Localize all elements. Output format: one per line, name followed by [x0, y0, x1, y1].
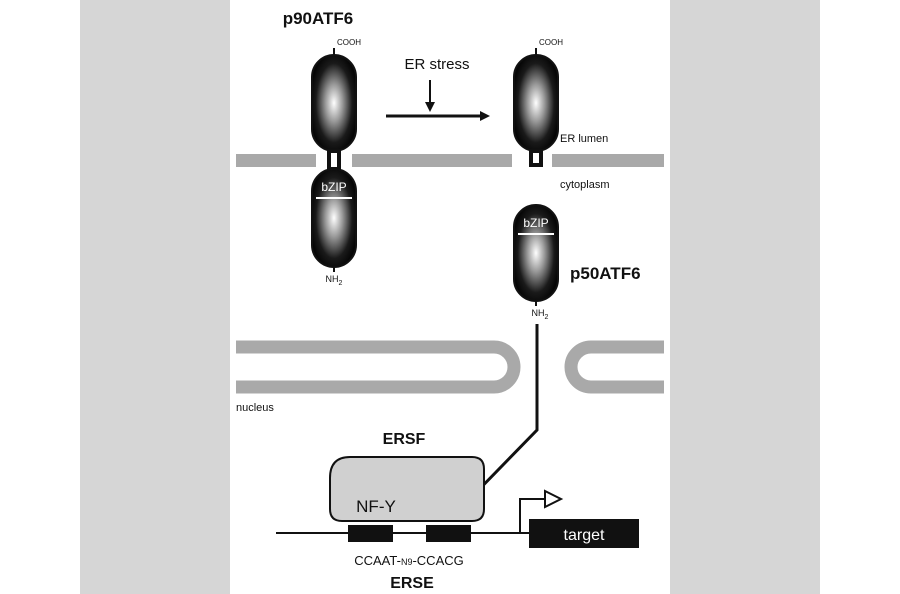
target-gene-box	[529, 519, 639, 548]
ersf-label: ERSF	[383, 431, 426, 448]
p50atf6-protein	[513, 204, 559, 306]
luminal-domain-left	[311, 54, 357, 152]
transcription-start-arrow	[519, 498, 546, 533]
er-stress-label: ER stress	[404, 56, 469, 73]
right-gray-margin	[670, 0, 820, 594]
p90atf6-protein	[311, 48, 357, 272]
er-lumen-label: ER lumen	[560, 133, 608, 145]
p50atf6-label: p50ATF6	[570, 264, 641, 283]
p90atf6-label: p90ATF6	[283, 9, 354, 28]
erse-label: ERSE	[390, 575, 434, 592]
luminal-fragment-right	[513, 48, 559, 167]
nuclear-translocation-arrow	[460, 324, 539, 509]
target-label: target	[564, 527, 605, 544]
cooh-label-right: COOH	[539, 38, 563, 47]
transmembrane-segment-left	[327, 149, 341, 171]
er-membrane	[236, 154, 664, 167]
nh2-label-right: NH2	[532, 308, 549, 321]
bzip-label-left: bZIP	[321, 180, 346, 194]
ccacg-box	[426, 525, 471, 542]
erse-sequence-label: CCAAT-N9-CCACG	[354, 553, 464, 568]
transcription-start-arrowhead	[544, 489, 564, 509]
bzip-label-right: bZIP	[523, 216, 548, 230]
nh2-label-left: NH2	[326, 274, 343, 287]
nfy-label: NF-Y	[356, 497, 396, 516]
nucleus-label: nucleus	[236, 402, 274, 414]
left-gray-margin	[80, 0, 230, 594]
ccaat-box	[348, 525, 393, 542]
nuclear-envelope	[236, 340, 664, 394]
cytoplasm-label: cytoplasm	[560, 179, 610, 191]
ersf-complex	[329, 456, 485, 522]
cooh-label-left: COOH	[337, 38, 361, 47]
